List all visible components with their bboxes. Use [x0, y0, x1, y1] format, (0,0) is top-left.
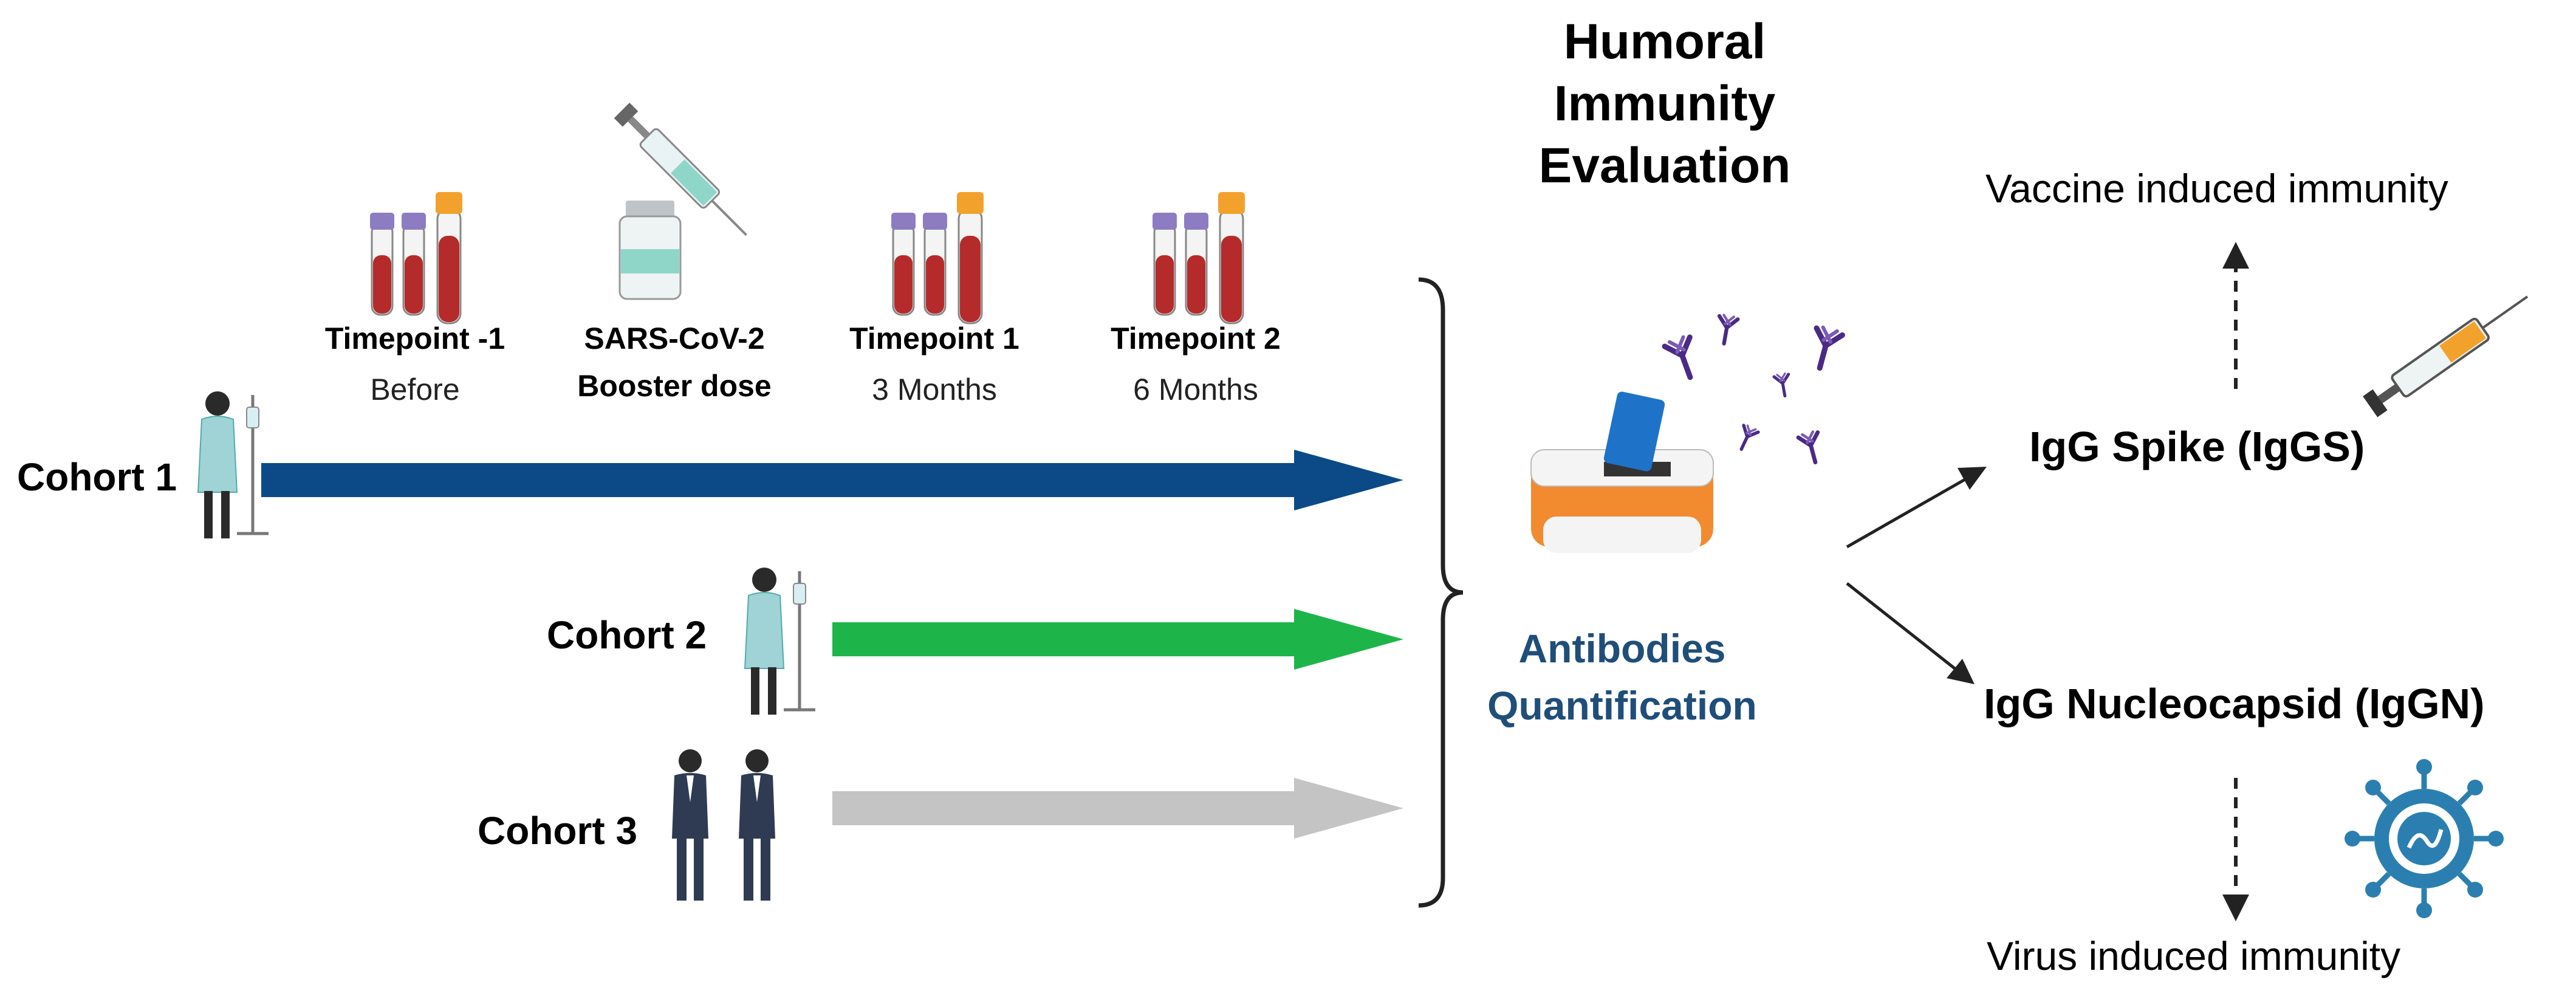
arrow-to-virus-immunity [2222, 778, 2249, 921]
vaccine-vial-icon [618, 201, 682, 300]
blood-tubes-icon [890, 191, 985, 325]
assay-line-2: Quantification [1487, 683, 1757, 728]
immunoassay-device-icon [1530, 391, 1714, 553]
cohort-3-people-icon [672, 749, 775, 901]
blood-tubes-icon [369, 191, 464, 325]
cohort-2-patient-icon [745, 568, 815, 715]
timepoint-2-label: Timepoint 2 [1111, 321, 1281, 355]
arrow-to-vaccine-immunity [2222, 242, 2249, 389]
cohort-1-patient-icon [198, 391, 269, 538]
cohort-1-arrow [261, 450, 1403, 510]
igg-spike-label: IgG Spike (IgGS) [2029, 423, 2365, 470]
diagram-title: Humoral Immunity Evaluation [1538, 14, 1791, 193]
booster-sub: Booster dose [577, 369, 772, 403]
assay-line-1: Antibodies [1518, 626, 1726, 671]
cohort-1-label: Cohort 1 [17, 455, 177, 499]
vaccine-syringe-icon [2363, 295, 2529, 417]
timepoint-1-sub: 3 Months [872, 373, 997, 407]
cohort-2-label: Cohort 2 [547, 613, 707, 657]
arrow-to-spike [1846, 467, 1987, 549]
grouping-brace [1418, 277, 1464, 908]
cohort-3-label: Cohort 3 [478, 809, 638, 853]
arrow-to-nucleocapsid [1846, 582, 1975, 684]
cohort-2-arrow [832, 609, 1403, 670]
timepoint-minus1-sub: Before [370, 373, 460, 407]
timepoint-1-label: Timepoint 1 [849, 321, 1019, 355]
booster-label: SARS-CoV-2 [584, 321, 765, 355]
blood-tubes-icon [1151, 191, 1246, 325]
timepoint-minus1-label: Timepoint -1 [324, 321, 505, 355]
vaccine-induced-immunity-label: Vaccine induced immunity [1985, 166, 2448, 211]
antibodies-icon [1664, 314, 1843, 465]
igg-nucleocapsid-label: IgG Nucleocapsid (IgGN) [1984, 680, 2485, 727]
virus-induced-immunity-label: Virus induced immunity [1987, 933, 2401, 978]
timepoint-2-sub: 6 Months [1133, 373, 1258, 407]
virus-icon [2345, 759, 2504, 918]
cohort-3-arrow [832, 778, 1403, 839]
syringe-icon [614, 102, 747, 236]
antibodies-quantification-label: Antibodies Quantification [1452, 620, 1792, 734]
